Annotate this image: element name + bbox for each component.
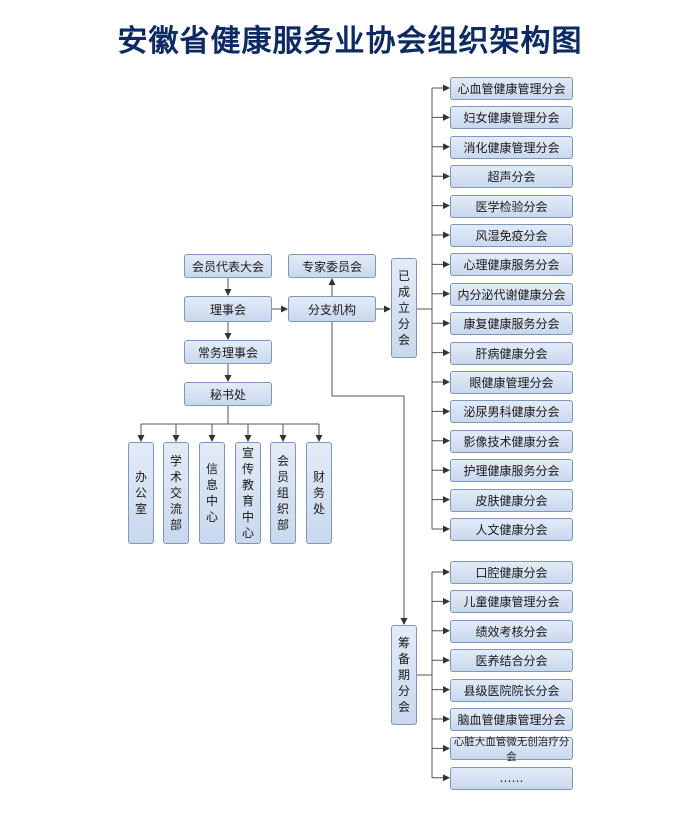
page-title: 安徽省健康服务业协会组织架构图 <box>117 24 583 59</box>
established-branch-box: 眼健康管理分会 <box>450 371 573 394</box>
established-branch-box: 心血管健康管理分会 <box>450 77 573 100</box>
established-group-box: 已成立分会 <box>391 258 417 358</box>
preparing-branch-box: 医养结合分会 <box>450 649 573 673</box>
established-branch-box: 泌尿男科健康分会 <box>450 400 573 424</box>
department-box: 会员组织部 <box>270 442 296 544</box>
department-box: 财务处 <box>306 442 332 544</box>
established-branch-box: 人文健康分会 <box>450 518 573 541</box>
preparing-branch-box: 绩效考核分会 <box>450 619 573 643</box>
branches-label: 分支机构 <box>307 302 356 317</box>
established-branch-box: 妇女健康管理分会 <box>450 106 573 130</box>
preparing-branch-box: 儿童健康管理分会 <box>450 590 573 614</box>
preparing-branch-box: 心脏大血管微无创治疗分会 <box>450 736 573 763</box>
branches-box: 分支机构 <box>288 296 376 322</box>
established-branch-box: 影像技术健康分会 <box>450 429 573 453</box>
preparing-branch-box: 县级医院院长分会 <box>450 678 573 702</box>
department-box: 宣传教育中心 <box>235 442 261 544</box>
standing-council-label: 常务理事会 <box>197 345 258 360</box>
congress-label: 会员代表大会 <box>191 259 264 274</box>
secretariat-label: 秘书处 <box>209 387 246 402</box>
preparing-branch-box: 脑血管健康管理分会 <box>450 708 573 731</box>
preparing-branch-box: 口腔健康分会 <box>450 561 573 584</box>
established-branch-box: 肝病健康分会 <box>450 341 573 365</box>
established-branch-box: 消化健康管理分会 <box>450 135 573 159</box>
established-branch-box: 康复健康服务分会 <box>450 312 573 336</box>
established-branch-box: 皮肤健康分会 <box>450 488 573 512</box>
expert-committee-label: 专家委员会 <box>301 259 362 274</box>
department-box: 学术交流部 <box>163 442 189 544</box>
secretariat-box: 秘书处 <box>184 382 272 406</box>
council-label: 理事会 <box>209 302 246 317</box>
expert-committee-box: 专家委员会 <box>288 254 376 278</box>
department-box: 办公室 <box>128 442 154 544</box>
preparing-branch-box: …… <box>450 766 573 790</box>
established-branch-box: 超声分会 <box>450 165 573 189</box>
congress-box: 会员代表大会 <box>184 254 272 278</box>
established-branch-box: 内分泌代谢健康分会 <box>450 282 573 306</box>
department-box: 信息中心 <box>199 442 225 544</box>
established-branch-box: 护理健康服务分会 <box>450 459 573 483</box>
council-box: 理事会 <box>184 296 272 322</box>
preparing-group-box: 筹备期分会 <box>391 625 417 725</box>
standing-council-box: 常务理事会 <box>184 340 272 364</box>
established-branch-box: 风湿免疫分会 <box>450 224 573 247</box>
established-branch-box: 心理健康服务分会 <box>450 253 573 277</box>
established-branch-box: 医学检验分会 <box>450 194 573 218</box>
